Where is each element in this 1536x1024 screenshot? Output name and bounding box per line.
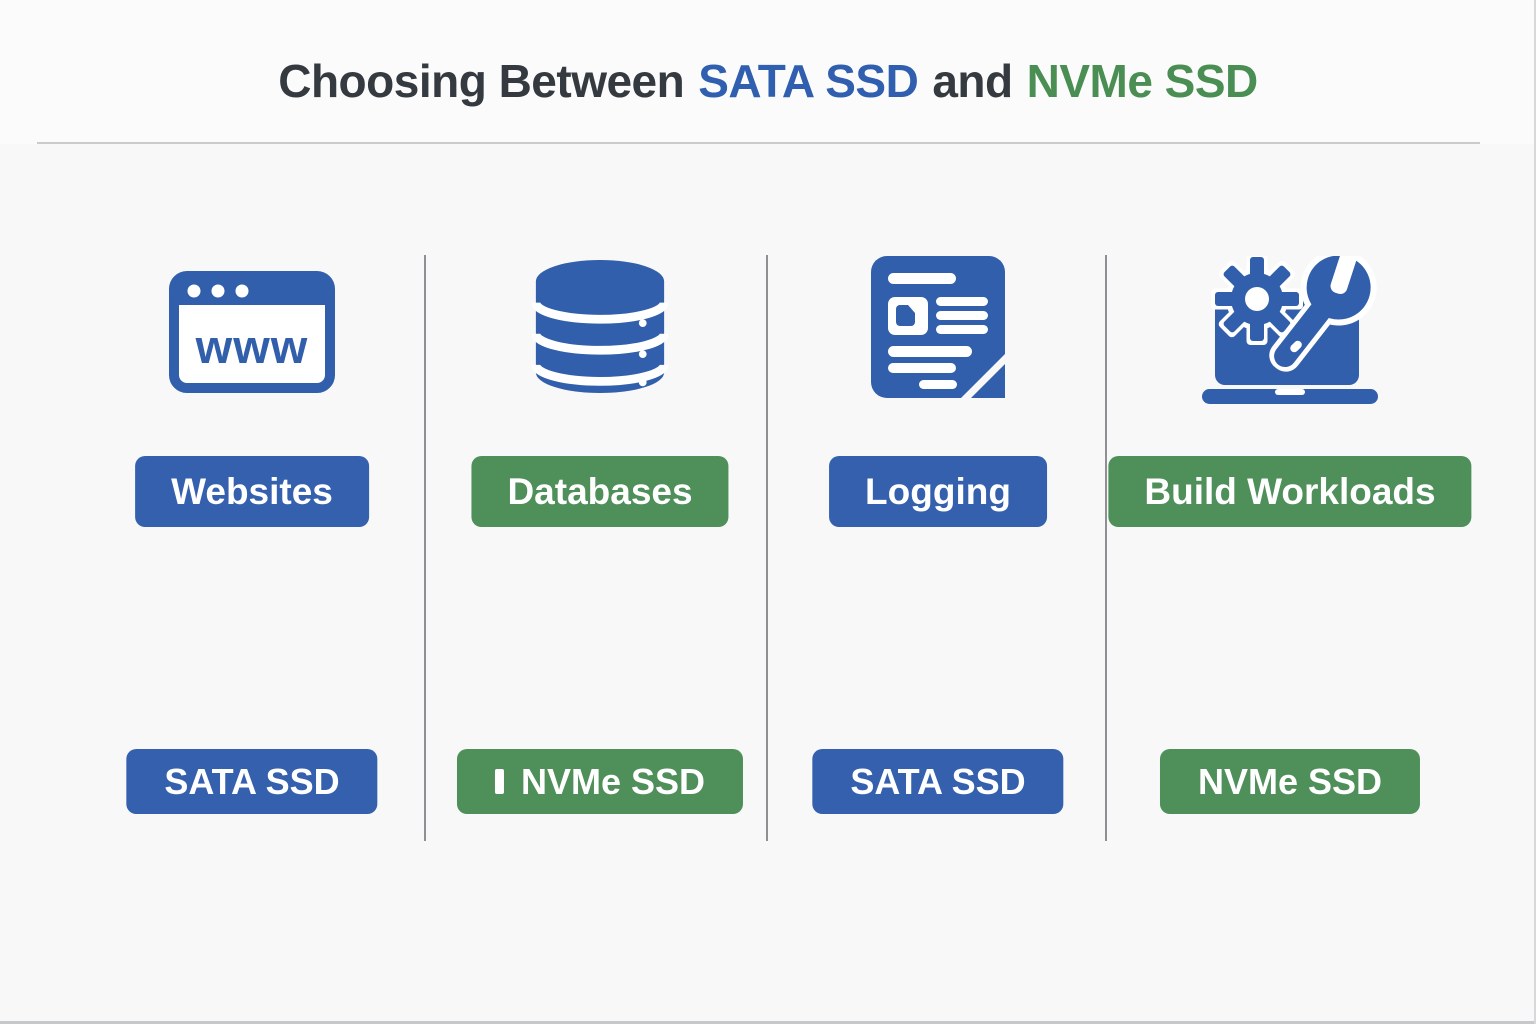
use-case-badge-databases: Databases <box>471 456 729 527</box>
column-databases: Databases NVMe SSD <box>420 0 780 1024</box>
recommendation-badge-build-nvme: NVMe SSD <box>1159 749 1421 814</box>
log-document-icon <box>758 256 1118 398</box>
build-tools-icon <box>1095 256 1485 406</box>
title-part-nvme-ssd: NVMe SSD <box>1026 55 1259 107</box>
recommendation-badge-databases-nvme: NVMe SSD <box>456 749 744 814</box>
bottom-edge-line <box>0 1021 1536 1024</box>
tick-mark <box>494 769 504 794</box>
column-divider-2 <box>766 255 768 841</box>
title-part-and: and <box>932 55 1013 107</box>
browser-www-icon: www <box>72 256 432 393</box>
title-part-sata-ssd: SATA SSD <box>698 55 919 107</box>
use-case-badge-websites: Websites <box>135 456 369 527</box>
right-edge-line <box>1534 0 1536 1024</box>
column-logging: Logging SATA SSD <box>758 0 1118 1024</box>
recommendation-badge-websites-sata: SATA SSD <box>126 749 378 814</box>
recommendation-label: NVMe SSD <box>520 760 706 802</box>
www-label: www <box>195 320 309 373</box>
title-part-choosing-between: Choosing Between <box>278 55 685 107</box>
title-divider-line <box>37 142 1480 144</box>
use-case-badge-logging: Logging <box>829 456 1047 527</box>
column-build-workloads: Build Workloads NVMe SSD <box>1095 0 1485 1024</box>
recommendation-badge-logging-sata: SATA SSD <box>812 749 1064 814</box>
use-case-badge-build-workloads: Build Workloads <box>1108 456 1472 527</box>
column-divider-1 <box>424 255 426 841</box>
column-divider-3 <box>1105 255 1107 841</box>
database-icon <box>420 256 780 396</box>
column-websites: www Websites SATA SSD <box>72 0 432 1024</box>
